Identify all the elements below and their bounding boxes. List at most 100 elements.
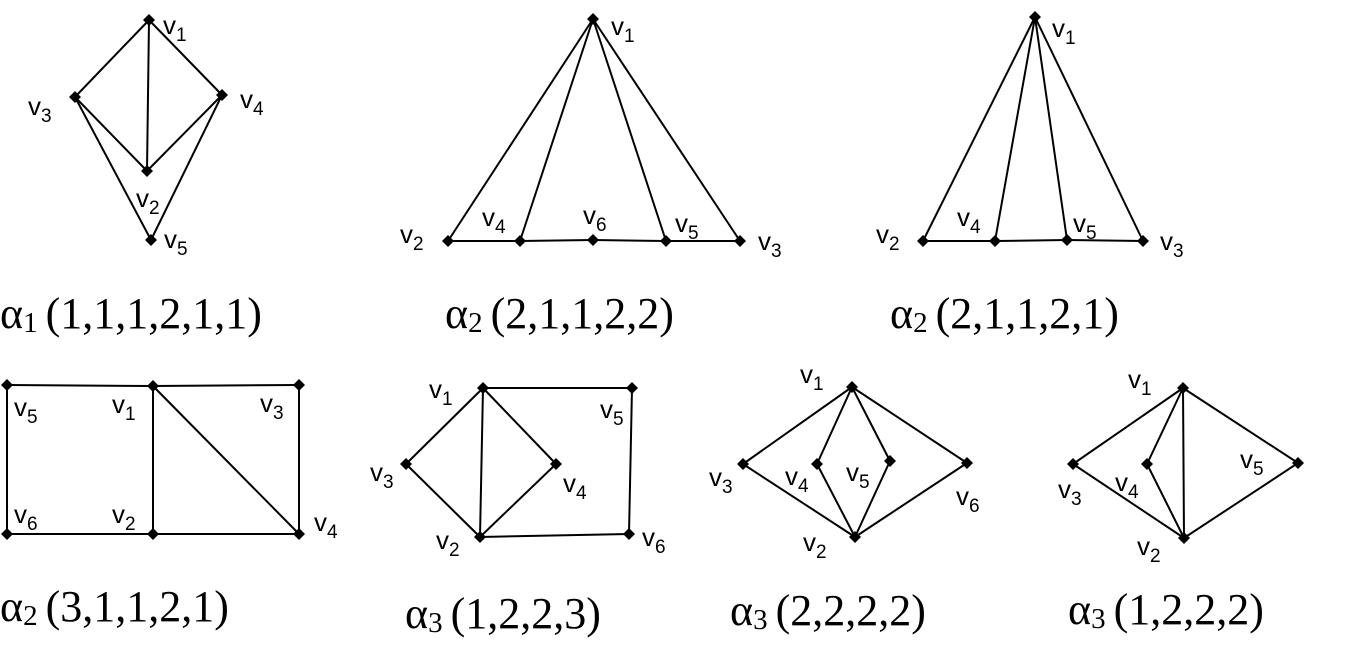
vertex-label-v5: v5 <box>675 208 699 244</box>
vertex-label-v6: v6 <box>14 499 38 535</box>
vertex-v3 <box>734 235 746 247</box>
edge-v1-v4 <box>816 386 853 465</box>
vertex-label-v1: v1 <box>1128 364 1152 400</box>
graph-caption: α2(2,1,1,2,1) <box>890 289 1119 339</box>
vertex-v4 <box>989 235 1001 247</box>
vertex-v4 <box>1141 458 1153 470</box>
vertex-label-v3: v3 <box>1058 474 1082 510</box>
vertex-v1 <box>143 14 155 26</box>
graph-caption: α2(3,1,1,2,1) <box>0 582 229 632</box>
graph-caption: α1(1,1,1,2,1,1) <box>0 289 262 339</box>
edge-v3-v2 <box>405 463 481 538</box>
vertex-v5 <box>626 382 638 394</box>
edge-v1-v4 <box>994 16 1036 242</box>
vertex-v5 <box>1061 234 1073 246</box>
vertex-v1 <box>477 382 489 394</box>
edge-v5-v2 <box>1183 462 1299 539</box>
edge-v6-v2 <box>854 462 968 538</box>
vertex-v6 <box>623 528 635 540</box>
vertex-v2 <box>141 165 153 177</box>
vertex-label-v4: v4 <box>957 202 981 238</box>
edge-v4-v2 <box>479 463 557 538</box>
vertex-v4 <box>216 89 228 101</box>
edge-v4-v2 <box>816 463 856 538</box>
edge-v1-v5 <box>592 18 667 242</box>
edge-v1-v4 <box>482 387 557 465</box>
edge-v1-v4 <box>1146 387 1184 465</box>
vertex-label-v3: v3 <box>370 457 394 493</box>
vertex-v4 <box>811 458 823 470</box>
vertex-label-v3: v3 <box>709 462 733 498</box>
vertex-label-v1: v1 <box>429 374 453 410</box>
vertex-label-v1: v1 <box>112 389 136 425</box>
vertex-v2 <box>1178 532 1190 544</box>
edge-v1-v3 <box>592 18 741 242</box>
edge-v1-v3 <box>1034 16 1144 242</box>
vertex-v5 <box>1 379 13 391</box>
edge-v1-v5 <box>851 386 891 462</box>
edge-v1-v3 <box>74 19 150 98</box>
edge-v1-v5 <box>1034 16 1068 241</box>
edge-v4-v6 <box>519 239 594 242</box>
graph-caption: α3(2,2,2,2) <box>730 586 926 636</box>
vertex-v3 <box>1137 235 1149 247</box>
vertex-label-v2: v2 <box>803 527 827 563</box>
vertex-label-v4: v4 <box>563 468 587 504</box>
vertex-label-v2: v2 <box>436 525 460 561</box>
vertex-label-v3: v3 <box>260 388 284 424</box>
edge-v1-v3 <box>152 384 300 387</box>
vertex-v1 <box>1029 11 1041 23</box>
edge-v1-v3 <box>742 386 853 465</box>
vertex-label-v5: v5 <box>846 457 870 493</box>
vertex-v6 <box>587 234 599 246</box>
edge-v1-v5 <box>1182 387 1299 464</box>
vertex-v4 <box>514 235 526 247</box>
vertex-v3 <box>1067 458 1079 470</box>
edge-v5-v1 <box>6 384 154 387</box>
vertex-label-v4: v4 <box>785 461 809 497</box>
graph-caption: α3(1,2,2,2) <box>1068 585 1264 635</box>
vertex-label-v3: v3 <box>1160 226 1184 262</box>
vertex-v6 <box>1 528 13 540</box>
vertex-v1 <box>587 13 599 25</box>
edge-v6-v5 <box>592 239 667 242</box>
edge-v4-v2 <box>146 94 223 172</box>
vertex-v6 <box>961 457 973 469</box>
edge-v3-v2 <box>1072 463 1185 539</box>
vertex-v1 <box>846 381 858 393</box>
vertex-label-v2: v2 <box>876 219 900 255</box>
edge-v1-v4 <box>148 19 223 96</box>
edge-v1-v4 <box>152 385 300 535</box>
vertex-v1 <box>1177 382 1189 394</box>
vertex-v4 <box>550 458 562 470</box>
vertex-label-v4: v4 <box>482 202 506 238</box>
edge-v1-v2 <box>479 387 484 538</box>
vertex-label-v5: v5 <box>1073 208 1097 244</box>
edge-v1-v3 <box>1072 387 1184 465</box>
vertex-v2 <box>147 528 159 540</box>
vertex-label-v3: v3 <box>758 226 782 262</box>
vertex-label-v1: v1 <box>611 11 635 47</box>
edge-v1-v6 <box>851 386 968 464</box>
vertex-v4 <box>293 528 305 540</box>
edge-v3-v2 <box>742 463 856 538</box>
vertex-label-v6: v6 <box>956 481 980 517</box>
edge-v3-v2 <box>74 96 148 172</box>
vertex-label-v6: v6 <box>583 200 607 236</box>
vertex-label-v2: v2 <box>1137 531 1161 567</box>
edge-v5-v3 <box>1066 239 1144 242</box>
vertex-label-v5: v5 <box>600 394 624 430</box>
vertex-label-v1: v1 <box>800 359 824 395</box>
vertex-label-v2: v2 <box>400 219 424 255</box>
vertex-label-v5: v5 <box>1240 444 1264 480</box>
vertex-v2 <box>442 235 454 247</box>
vertex-v2 <box>474 531 486 543</box>
